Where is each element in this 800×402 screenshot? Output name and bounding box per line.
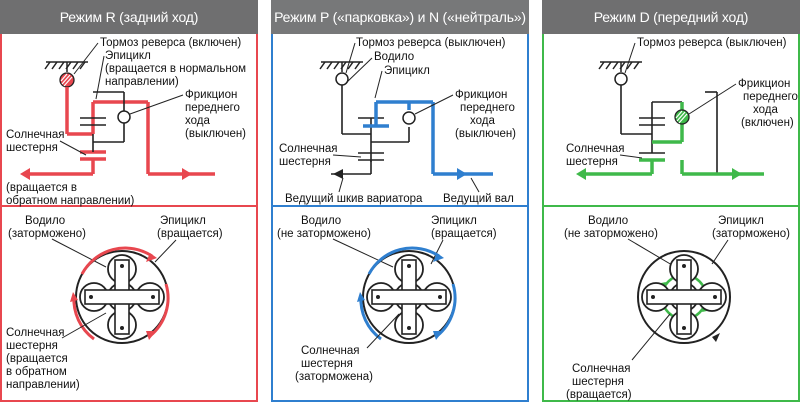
label-brake: Тормоз реверса (выключен) bbox=[356, 37, 506, 49]
label-carrier: Водило bbox=[588, 215, 628, 227]
planetary-gear bbox=[357, 246, 457, 344]
panel-title: Режим P («парковка») и N («нейтраль») bbox=[271, 0, 529, 34]
label-brake: Тормоз реверса (включен) bbox=[100, 37, 241, 49]
label-carrier-bottom: Водило bbox=[301, 215, 341, 227]
label-clutch-line3: хода bbox=[185, 115, 210, 127]
label-sun-gear-line4: в обратном bbox=[6, 366, 67, 378]
label-epicycle-line3: направлении) bbox=[105, 76, 179, 88]
power-path-green bbox=[582, 102, 764, 176]
label-carrier: Водило bbox=[374, 51, 414, 63]
power-path-blue bbox=[363, 100, 493, 176]
label-pulley: Ведущий шкив вариатора bbox=[285, 193, 423, 205]
label-clutch-line2: переднего bbox=[460, 102, 515, 114]
label-clutch: Фрикцион bbox=[738, 78, 790, 90]
label-sun-gear-line2: шестерня bbox=[6, 340, 58, 352]
label-clutch-line2: переднего bbox=[743, 91, 798, 103]
label-sun-line2: шестерня bbox=[279, 156, 331, 168]
label-sun-line2: шестерня bbox=[566, 156, 618, 168]
label-ring: Эпицикл bbox=[431, 215, 477, 227]
clutch-engaged-icon bbox=[674, 109, 690, 125]
label-sun-gear-line2: шестерня bbox=[572, 376, 624, 388]
label-clutch: Фрикцион bbox=[185, 89, 237, 101]
carrier-linkage bbox=[620, 85, 718, 174]
clutch-disengaged-icon bbox=[402, 111, 416, 125]
panel-title: Режим R (задний ход) bbox=[0, 0, 258, 34]
label-clutch-line3: хода bbox=[470, 115, 495, 127]
park-neutral-diagram: Тормоз реверса (выключен) Водило Эпицикл… bbox=[277, 37, 516, 383]
carrier-linkage bbox=[331, 85, 410, 175]
label-ring-line2: (вращается) bbox=[157, 228, 223, 240]
label-sun-gear: Солнечная bbox=[301, 345, 360, 357]
ground-symbol bbox=[44, 61, 88, 72]
panel-title: Режим D (передний ход) bbox=[542, 0, 800, 34]
panel-body bbox=[271, 34, 529, 402]
label-sun: Солнечная bbox=[566, 143, 625, 155]
label-carrier-bottom-line2: (не заторможено) bbox=[277, 228, 371, 240]
panel-reverse: Режим R (задний ход) bbox=[0, 0, 258, 402]
label-clutch-line3: хода bbox=[753, 104, 778, 116]
output-arrow bbox=[20, 168, 30, 180]
panel-drive: Режим D (передний ход) bbox=[542, 0, 800, 402]
label-sun-gear: Солнечная bbox=[572, 363, 631, 375]
label-ring: Эпицикл bbox=[718, 215, 764, 227]
label-ring-line2: (заторможено) bbox=[712, 228, 790, 240]
label-epicycle: Эпицикл bbox=[105, 50, 151, 62]
label-carrier: Водило bbox=[25, 215, 65, 227]
panel-park-neutral: Режим P («парковка») и N («нейтраль») bbox=[271, 0, 529, 402]
label-sun: Солнечная bbox=[279, 143, 338, 155]
label-ring-line2: (вращается) bbox=[431, 228, 497, 240]
label-sun-line2: шестерня bbox=[6, 142, 58, 154]
ground-symbol bbox=[319, 61, 363, 72]
label-epicycle-line2: (вращается в нормальном bbox=[105, 63, 246, 75]
label-shaft: Ведущий вал bbox=[443, 193, 514, 205]
input-arrow bbox=[457, 168, 467, 180]
input-arrow bbox=[182, 168, 192, 180]
ground-symbol bbox=[598, 61, 642, 72]
label-clutch-line4: (выключен) bbox=[185, 128, 246, 140]
label-sun-gear-line2: шестерня bbox=[301, 358, 353, 370]
brake-disengaged-icon bbox=[614, 72, 628, 86]
label-sun: Солнечная bbox=[6, 129, 65, 141]
clutch-disengaged-icon bbox=[117, 110, 131, 124]
panel-body bbox=[0, 34, 258, 402]
label-ring: Эпицикл bbox=[160, 215, 206, 227]
label-sun-gear-line5: направлении) bbox=[6, 379, 80, 391]
output-arrow bbox=[576, 168, 586, 180]
label-brake: Тормоз реверса (выключен) bbox=[637, 37, 787, 49]
label-carrier-line2: (не заторможено) bbox=[564, 228, 658, 240]
label-sun-gear-line3: (вращается bbox=[6, 353, 68, 365]
label-sun-gear-line3: (вращается) bbox=[566, 389, 632, 401]
label-clutch-line4: (включен) bbox=[741, 117, 794, 129]
label-carrier-line2: (заторможено) bbox=[8, 228, 86, 240]
drive-diagram: Тормоз реверса (выключен) Фрикцион перед… bbox=[564, 37, 798, 401]
planetary-gear bbox=[70, 246, 170, 344]
label-clutch-line4: (выключен) bbox=[455, 128, 516, 140]
label-clutch: Фрикцион bbox=[455, 89, 507, 101]
label-sun-gear: Солнечная bbox=[6, 327, 65, 339]
label-rotation: (вращается в bbox=[6, 182, 77, 194]
label-clutch-line2: переднего bbox=[185, 102, 240, 114]
planetary-gear bbox=[637, 250, 731, 344]
reverse-diagram: Тормоз реверса (включен) Эпицикл (вращае… bbox=[6, 37, 246, 391]
label-rotation-line2: обратном направлении) bbox=[6, 195, 135, 207]
label-sun-gear-line3: (заторможена) bbox=[295, 371, 373, 383]
power-path-red bbox=[26, 87, 215, 176]
label-epicycle: Эпицикл bbox=[384, 65, 430, 77]
input-arrow bbox=[732, 168, 742, 180]
carrier-linkage bbox=[80, 91, 125, 152]
